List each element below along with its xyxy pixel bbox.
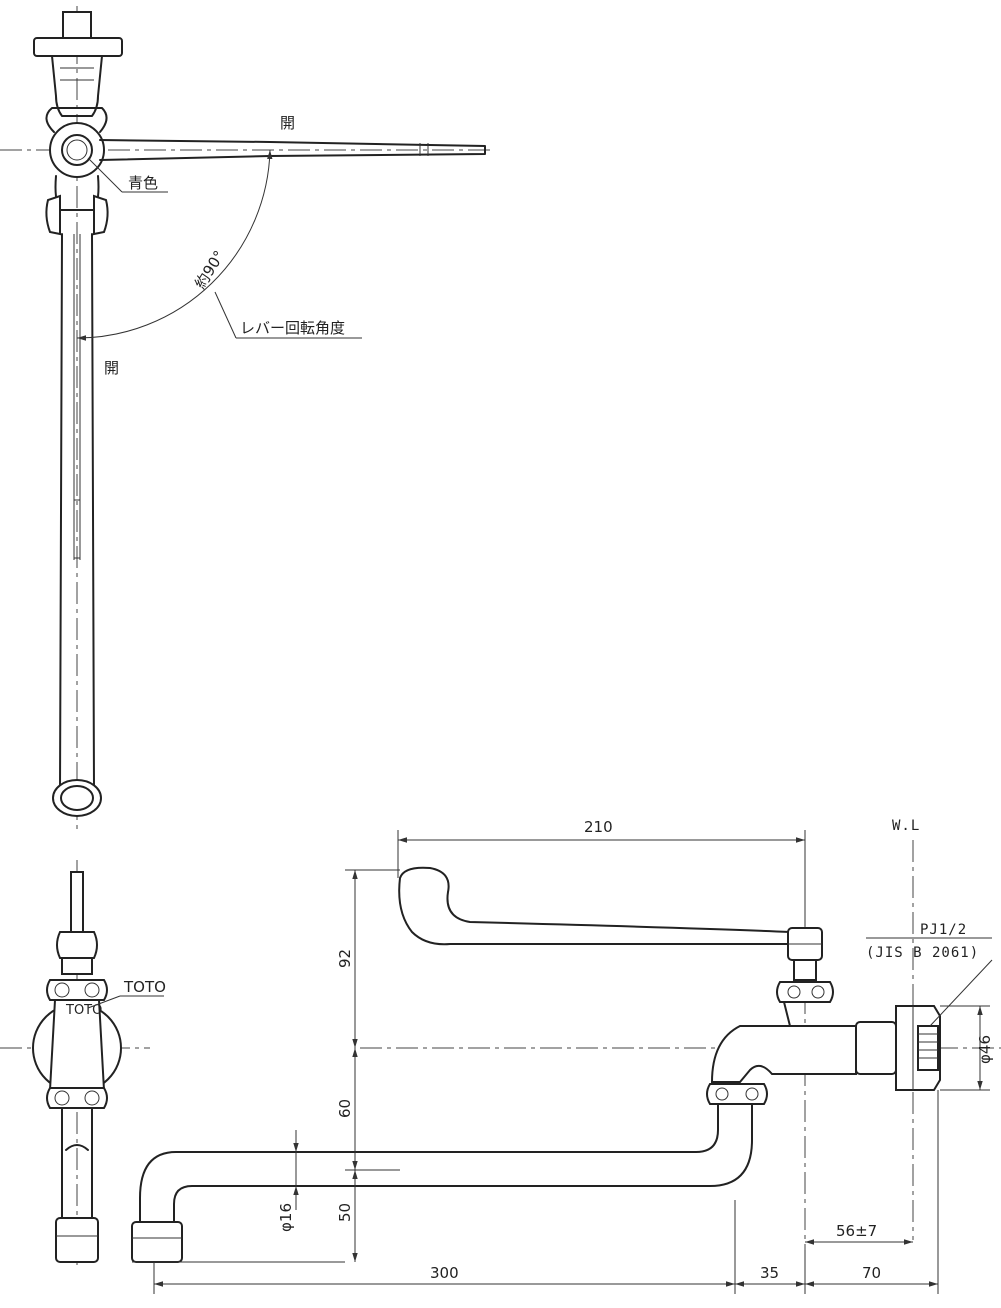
valve-body bbox=[710, 1001, 857, 1083]
phi16-label: φ16 bbox=[277, 1203, 295, 1232]
angle-label: 約90° bbox=[191, 247, 228, 292]
side-lower-nut bbox=[706, 1083, 768, 1105]
side-view: 210 92 60 50 φ16 300 35 70 56±7 φ4 bbox=[131, 818, 1001, 1294]
brand-label: TOTO bbox=[123, 978, 166, 996]
wing-lever bbox=[398, 866, 791, 946]
stem-cap bbox=[62, 11, 92, 39]
dim-56: 56±7 bbox=[836, 1222, 877, 1240]
front-view: TOTO TOTO bbox=[0, 860, 166, 1265]
body-collar bbox=[855, 1021, 897, 1075]
dim-70: 70 bbox=[862, 1264, 881, 1282]
phi46-label: φ46 bbox=[976, 1035, 994, 1064]
thread-label: PJ1/2 bbox=[920, 922, 967, 938]
dim-210: 210 bbox=[584, 818, 613, 836]
wl-label: W.L bbox=[892, 818, 920, 834]
spout-pipe-inner bbox=[173, 1103, 753, 1223]
dim-92: 92 bbox=[336, 949, 354, 968]
dim-60: 60 bbox=[336, 1099, 354, 1118]
open-label-top: 開 bbox=[280, 114, 295, 132]
pj-thread bbox=[917, 1025, 939, 1071]
spout-pipe-outer bbox=[139, 1103, 719, 1223]
svg-text:TOTO: TOTO bbox=[65, 1003, 102, 1018]
valve-neck bbox=[51, 55, 103, 117]
spout-outlet bbox=[131, 1221, 183, 1263]
valve-head bbox=[49, 122, 105, 178]
top-view: 青色 レバー回転角度 約90° 開 開 bbox=[0, 6, 490, 830]
upper-nut bbox=[46, 979, 108, 1001]
dim-50: 50 bbox=[336, 1203, 354, 1222]
standard-label: (JIS B 2061) bbox=[866, 945, 979, 961]
lower-nut bbox=[46, 1087, 108, 1109]
dim-35: 35 bbox=[760, 1264, 779, 1282]
blue-label: 青色 bbox=[128, 174, 158, 192]
spout-tip bbox=[55, 1217, 99, 1263]
side-upper-nut bbox=[776, 981, 834, 1003]
lever-rotation-label: レバー回転角度 bbox=[240, 319, 345, 337]
flange-plate bbox=[33, 37, 123, 57]
rotation-arc bbox=[76, 149, 273, 341]
open-label-side: 開 bbox=[104, 359, 119, 377]
dim-300: 300 bbox=[430, 1264, 459, 1282]
